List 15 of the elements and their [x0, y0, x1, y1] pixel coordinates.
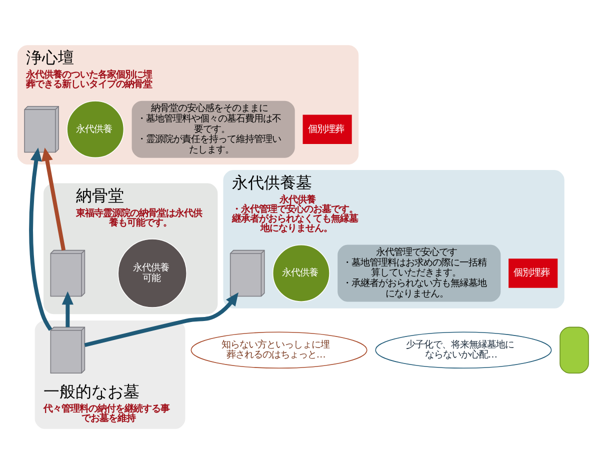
node-circle: 永代供養	[66, 100, 124, 158]
node-circle: 永代供養可能	[118, 238, 188, 308]
arrow	[29, 147, 52, 330]
node-person	[560, 326, 589, 373]
arrow	[41, 147, 66, 250]
arrow	[62, 290, 74, 327]
node-ellipse: 知らない方といっしょに埋葬されるのはちょっと…	[190, 331, 368, 368]
cluster: 一般的なお墓 代々管理料の納付を継続する事でお墓を維持	[34, 320, 186, 428]
node-box: 個別埋葬	[302, 114, 352, 144]
node-circle: 永代供養	[272, 244, 330, 302]
node-box: 個別埋葬	[508, 258, 558, 288]
node-ellipse: 少子化で、将来無縁墓地にならないか心配…	[375, 331, 552, 368]
node-box: 納骨堂の安心感をそのままに・墓地管理料や個々の墓石費用は不要です。・霊源院が責任を持って維持管理いたします。	[132, 100, 295, 158]
arrow	[84, 292, 238, 347]
node-box: 永代管理で安心です・墓地管理料はお求めの際に一括精算していただきます。・承継者がおられない方も無縁墓地になりません。	[338, 244, 501, 302]
